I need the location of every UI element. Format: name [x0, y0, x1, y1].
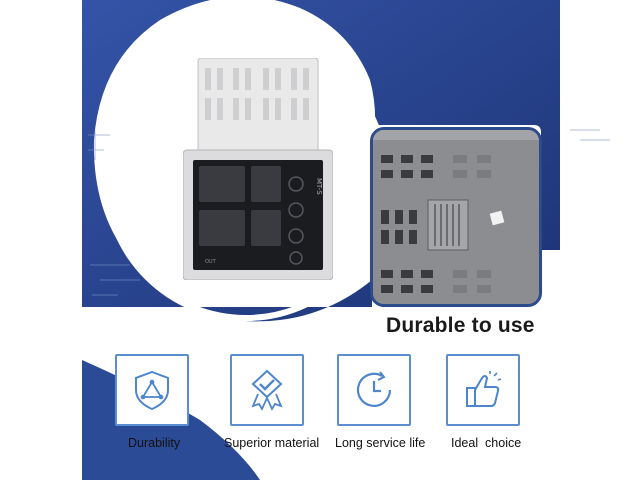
feature-label-durability: Durability [128, 436, 181, 450]
svg-text:MT-S: MT-S [315, 178, 323, 195]
clock-icon [356, 371, 392, 407]
feature-durability-box [115, 354, 189, 426]
shield-triangle-icon [135, 370, 169, 411]
ribbon-badge-check-icon [251, 369, 283, 411]
feature-label-material: Superior material [224, 436, 320, 450]
zoom-detail-illustration [373, 130, 539, 304]
zoom-detail-panel [370, 127, 542, 307]
svg-text:OUT: OUT [205, 259, 217, 265]
temperature-controller-device: OUT SINOTIMER MT-S [183, 58, 333, 280]
feature-label-service-life: Long service life [335, 436, 426, 450]
feature-service-life-box [337, 354, 411, 426]
feature-material-box [230, 354, 304, 426]
caption-durable: Durable to use [386, 314, 535, 337]
feature-ideal-choice-box [446, 354, 520, 426]
thumbs-up-icon [466, 371, 502, 407]
feature-label-ideal-choice: Ideal choice [451, 436, 522, 450]
